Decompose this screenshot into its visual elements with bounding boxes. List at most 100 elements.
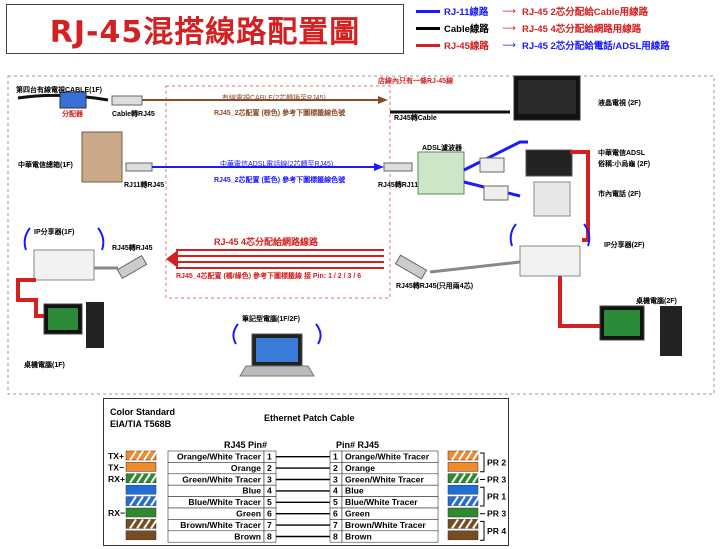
rj45-to-cable-label: RJ45轉Cable [394,115,437,122]
left-header: RJ45 Pin# [224,440,268,450]
std-label-1: Color Standard [110,407,176,417]
wire-color-swatch-left [125,530,157,541]
signal-tag: TX+ [108,451,124,461]
left-pin: 1 [267,452,272,462]
tv-screen [518,80,576,114]
wire-color-swatch-left [125,507,157,518]
legend-desc: RJ-45 2芯分配給Cable用線路 [522,7,649,18]
wire-color-swatch-right-stripe [465,450,473,461]
left-pin: 6 [267,509,272,519]
left-wire-name: Brown [234,531,261,541]
legend-swatch-black [416,26,440,30]
wire-color-swatch-right-stripe [451,450,459,461]
left-pin: 7 [267,520,272,530]
right-wire-name: Green/White Tracer [345,474,424,484]
wire-color-swatch-left-stripe [150,450,158,461]
right-wire-name: Orange/White Tracer [345,452,430,462]
pair-label: PR 4 [487,526,506,536]
wire-color-swatch-right [447,462,479,472]
rj45-plug-icon [116,254,148,280]
laptop-screen [256,338,298,362]
left-wire-name: Green [236,509,261,519]
router-1f-label: IP分享器(1F) [34,229,75,236]
legend-line-label: Cable線路 [444,24,489,35]
connector-icon [479,157,505,173]
wire-color-swatch-right-stripe [472,518,480,529]
legend-desc: RJ-45 2芯分配給電話/ADSL用線路 [522,41,670,52]
wire-color-swatch-left-stripe [136,473,144,484]
arrow-left-icon [166,250,178,268]
net-line-sub: RJ45_4芯配置 (橘/綠色) 參考下圖標籤線 接 Pin: 1 / 2 / … [176,273,362,280]
telecom-box-icon [81,131,123,183]
signal-tag: RX+ [108,474,125,484]
signal-tag: TX− [108,462,124,472]
single-cable-zone [165,85,391,299]
wire-color-swatch-right-stripe [458,473,466,484]
arrow-icon: ⟶ [502,5,516,17]
right-wire-name: Brown/White Tracer [345,520,426,530]
right-pin: 4 [333,486,338,496]
red-router-to-pc2f [558,276,610,328]
right-wire-name: Orange [345,463,375,473]
right-header: Pin# RJ45 [336,440,380,450]
right-pin: 3 [333,474,338,484]
arrow-icon: ⟶ [502,22,516,34]
wire-color-swatch-right-stripe [458,518,466,529]
cable-1f-label: 第四台有線電視CABLE(1F) [16,87,102,94]
splitter-label: 分配器 [62,111,83,118]
wire-color-swatch-left-stripe [143,496,151,507]
right-wire-name: Green [345,509,370,519]
wire-color-swatch-left-stripe [150,473,158,484]
rj11-to-rj45-label: RJ11轉RJ45 [124,182,165,189]
right-pin: 6 [333,509,338,519]
wire-color-swatch-right-stripe [451,496,459,507]
red-modem-to-router [570,150,590,242]
router-2f-label: IP分享器(2F) [604,242,645,249]
cable-rj45-adapter-icon [111,95,143,106]
laptop-base [239,365,315,377]
pc-1f-label: 桌機電腦(1F) [24,362,65,369]
left-wire-name: Orange [231,463,261,473]
wire-color-swatch-left-stripe [150,496,158,507]
wire-color-swatch-right-stripe [451,473,459,484]
pair-label: PR 3 [487,509,506,519]
house-outline [7,75,715,395]
wifi-icon [509,223,517,247]
legend-desc: RJ-45 4芯分配給網路用線路 [522,24,642,35]
cable-line-sub: RJ45_2芯配置 (棕色) 參考下圖標籤線色號 [214,110,346,117]
legend-swatch-blue [416,9,440,13]
right-wire-name: Brown [345,531,372,541]
wire-color-swatch-left [125,462,157,472]
right-name-cell [341,530,439,543]
wifi-icon [315,323,322,345]
right-wire-name: Blue/White Tracer [345,497,418,507]
left-pin: 8 [267,531,272,541]
title-box: RJ-45混搭線路配置圖 [6,4,404,54]
wire-color-swatch-left-stripe [143,450,151,461]
wire-color-swatch-left [125,484,157,495]
left-wire-name: Blue [242,486,261,496]
wire-color-swatch-right-stripe [458,496,466,507]
pc-1f-screen [48,308,78,330]
right-pin: 5 [333,497,338,507]
wire-color-swatch-left-stripe [136,496,144,507]
pc-2f-tower-icon [660,306,682,356]
wire-color-swatch-right-stripe [458,450,466,461]
pair-bracket [480,486,485,507]
left-wire-name: Brown/White Tracer [180,520,261,530]
cht-box-label: 中華電信總箱(1F) [18,162,73,169]
phone-2f-label: 市內電話 (2F) [598,191,641,198]
wire-color-swatch-right [447,484,479,495]
wire-color-swatch-left-stripe [143,518,151,529]
pc-1f-tower-icon [86,302,104,348]
pair-bracket [480,520,485,541]
left-pin: 4 [267,486,272,496]
cable-to-rj45-label: Cable轉RJ45 [112,111,155,118]
left-pin: 3 [267,474,272,484]
wifi-icon [232,323,239,345]
wire-color-swatch-left-stripe [129,473,137,484]
signal-tag: RX− [108,508,125,518]
wire-color-swatch-right-stripe [472,450,480,461]
legend-line-label: RJ-45線路 [444,41,489,52]
